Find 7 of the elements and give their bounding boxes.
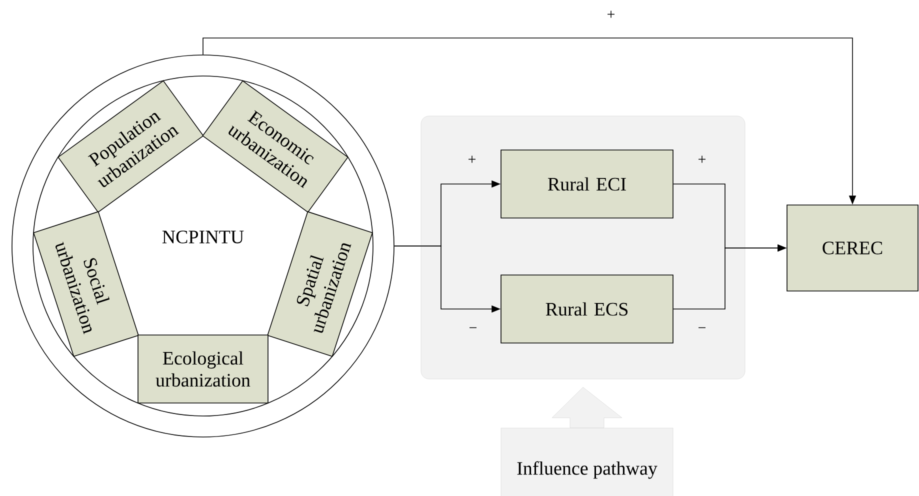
- process-box: Rural ECI: [500, 150, 674, 218]
- process-box: CEREC: [786, 204, 918, 292]
- process-box: Rural ECS: [500, 274, 674, 344]
- input-box: Influence pathway: [500, 428, 674, 496]
- process-box: Ecological urbanization: [138, 334, 268, 404]
- edge-label: +: [606, 10, 616, 20]
- block-arrow: [552, 387, 622, 428]
